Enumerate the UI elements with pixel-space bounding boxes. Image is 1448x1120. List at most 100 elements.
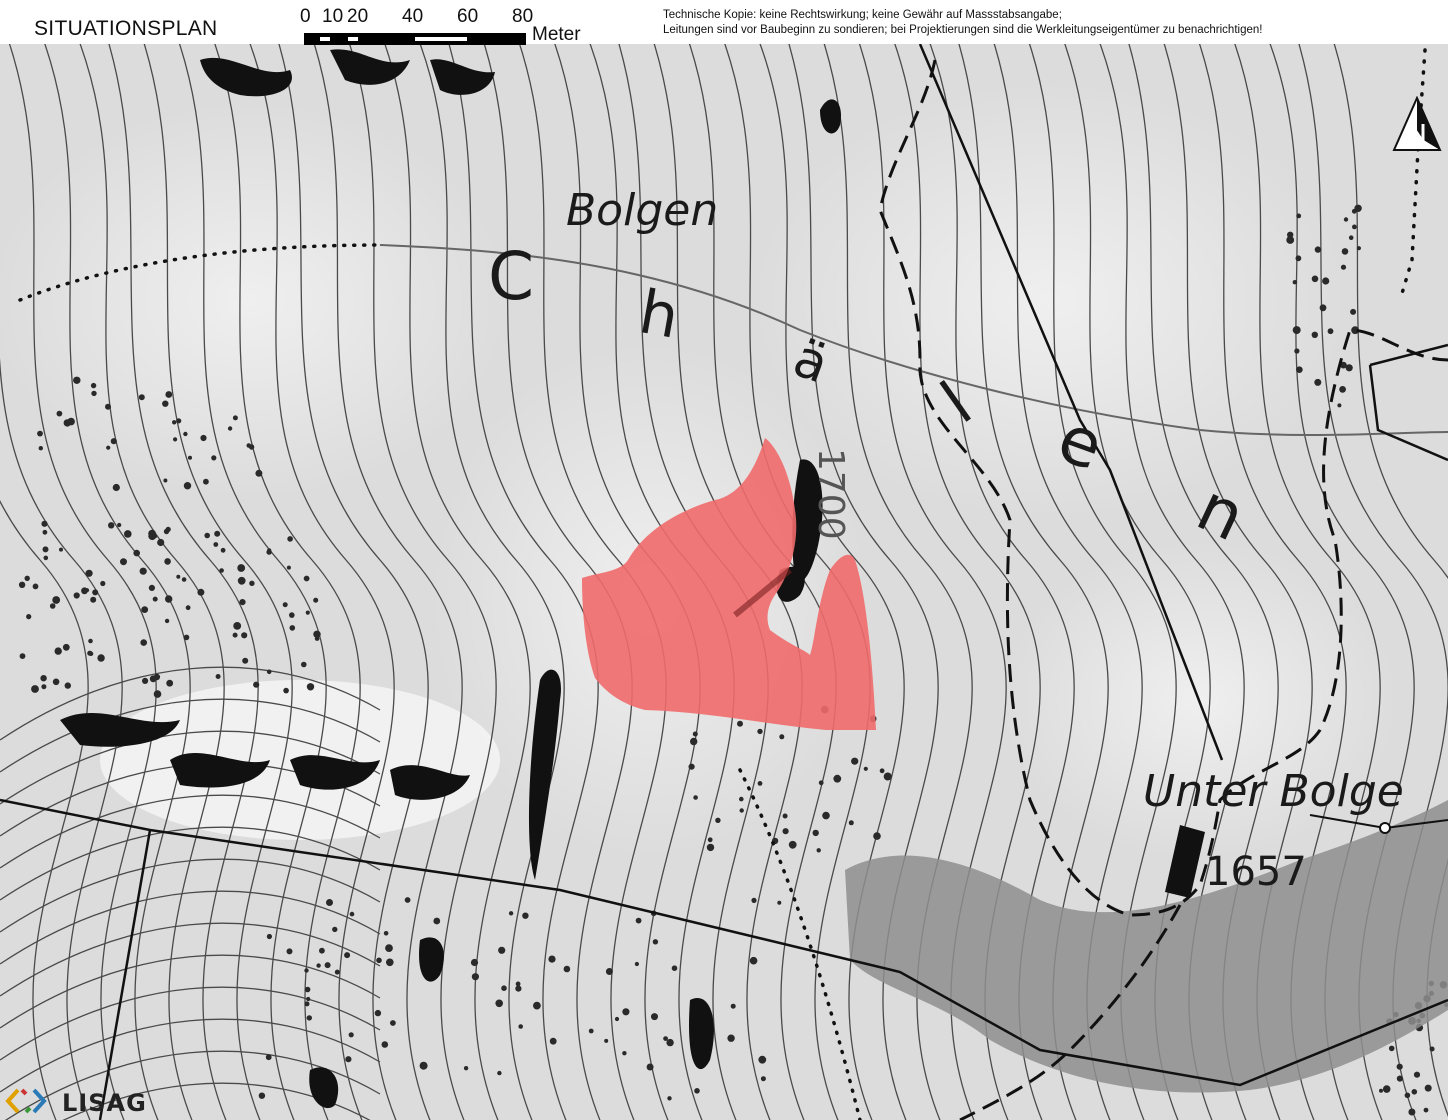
vegetation-dot [1382, 1085, 1391, 1093]
vegetation-dot [90, 596, 97, 603]
vegetation-dot [165, 391, 173, 398]
contour-line [161, 0, 327, 1120]
vegetation-dot [751, 897, 757, 904]
contour-line [93, 0, 259, 1120]
scale-unit: Meter [532, 24, 581, 45]
vegetation-dot [376, 957, 382, 964]
vegetation-dot [173, 437, 178, 442]
vegetation-dot [87, 650, 93, 656]
vegetation-dot [737, 720, 743, 727]
vegetation-dot [651, 1013, 658, 1021]
vegetation-dot [59, 547, 63, 552]
vegetation-dot [495, 999, 504, 1008]
vegetation-dot [62, 643, 70, 651]
vegetation-dot [1356, 246, 1361, 251]
vegetation-dot [306, 996, 311, 1002]
vegetation-dot [41, 520, 48, 527]
label-spot-height: 1657 [1205, 849, 1307, 895]
vegetation-dot [237, 576, 246, 585]
contour-line [26, 0, 191, 1120]
vegetation-dot [157, 538, 165, 547]
vegetation-dot [1341, 248, 1349, 255]
contour-line [0, 986, 381, 1061]
vegetation-dot [1404, 1092, 1411, 1099]
vegetation-dot [652, 939, 659, 945]
vegetation-dot [788, 840, 797, 849]
vegetation-dot [1348, 235, 1354, 240]
vegetation-dot [112, 483, 120, 492]
vegetation-dot [164, 558, 171, 565]
vegetation-dot [105, 403, 111, 410]
vegetation-dot [67, 417, 75, 426]
vegetation-dot [110, 438, 117, 445]
vegetation-dot [141, 606, 149, 613]
vegetation-dot [165, 595, 173, 603]
black-line-diagonal [918, 43, 1224, 761]
vegetation-dot [265, 1054, 272, 1061]
vegetation-dot [739, 808, 744, 813]
vegetation-dot [266, 549, 272, 555]
contour-line [230, 0, 395, 1120]
vegetation-dot [706, 843, 715, 852]
north-arrow-icon [1392, 96, 1442, 151]
vegetation-dot [1314, 378, 1322, 386]
vegetation-dot [149, 675, 157, 683]
scale-bar: 0 10 20 40 60 80 Meter [300, 4, 600, 45]
vegetation-dot [777, 900, 782, 905]
vegetation-dot [120, 558, 127, 566]
vegetation-dot [1352, 224, 1357, 230]
vegetation-dot [381, 1041, 389, 1048]
contour-line [433, 0, 599, 1120]
vegetation-dot [163, 528, 170, 535]
disclaimer-line-2: Leitungen sind vor Baubeginn zu sondiere… [663, 24, 1263, 36]
vegetation-dot [1343, 217, 1349, 222]
dashed-track-main [878, 59, 1448, 917]
contour-line [0, 922, 381, 997]
highlighted-area [582, 438, 876, 730]
vegetation-dot [52, 678, 60, 686]
plan-title: SITUATIONSPLAN [34, 17, 218, 40]
contour-line [0, 954, 381, 1029]
vegetation-dot [84, 588, 90, 593]
vegetation-dot [739, 796, 744, 802]
vegetation-dot [688, 763, 695, 770]
vegetation-dot [289, 612, 295, 618]
vegetation-dot [117, 522, 122, 528]
vegetation-dot [671, 965, 678, 971]
contour-line [0, 698, 381, 773]
vegetation-dot [52, 596, 61, 604]
vegetation-dot [106, 445, 111, 450]
dotted-path-north [1398, 48, 1427, 302]
contour-line [0, 666, 381, 741]
vegetation-dot [183, 634, 190, 641]
vegetation-dot [324, 962, 331, 969]
lisag-logo-icon [5, 1088, 47, 1114]
vegetation-dot [1388, 1045, 1395, 1052]
vegetation-dot [100, 580, 106, 587]
vegetation-dot [614, 1016, 620, 1022]
vegetation-dot [548, 955, 556, 963]
vegetation-dot [152, 596, 158, 602]
vegetation-dot [26, 614, 32, 620]
vegetation-dot [185, 605, 191, 611]
vegetation-dot [42, 546, 49, 553]
logo-text: LISAG [62, 1089, 147, 1117]
vegetation-dot [38, 446, 43, 451]
vegetation-dot [164, 618, 170, 624]
vegetation-dot [879, 768, 885, 774]
disclaimer-line-1: Technische Kopie: keine Rechtswirkung; k… [663, 9, 1062, 21]
scale-tick-40: 40 [402, 6, 424, 27]
vegetation-dot [282, 602, 288, 608]
vegetation-dot [508, 911, 514, 916]
contour-line [0, 1018, 381, 1093]
scale-segment [320, 37, 330, 41]
contour-line [0, 730, 381, 805]
vegetation-dot [124, 530, 132, 538]
vegetation-dot [833, 774, 842, 783]
vegetation-dot [374, 1009, 382, 1017]
vegetation-dot [56, 410, 63, 417]
vegetation-dot [851, 757, 859, 765]
vegetation-dot [183, 431, 188, 437]
vegetation-dot [37, 430, 43, 437]
